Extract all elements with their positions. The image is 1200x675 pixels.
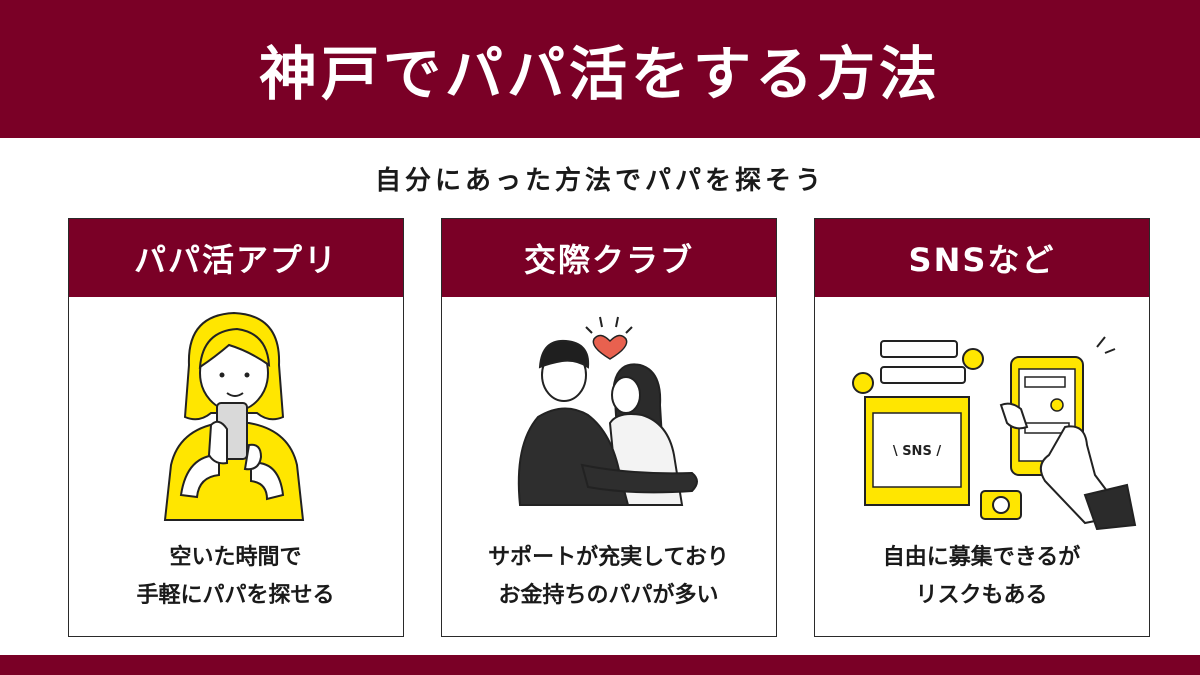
card-dating-club: 交際クラブ サポートが充実しており お金持ちのパパが多い	[441, 218, 777, 637]
header-banner: 神戸でパパ活をする方法	[0, 0, 1200, 138]
sns-label: \ SNS /	[893, 444, 941, 459]
woman-with-phone-illustration	[163, 311, 305, 521]
footer-bar	[0, 655, 1200, 675]
page-subtitle: 自分にあった方法でパパを探そう	[374, 166, 825, 196]
card-title: 交際クラブ	[442, 219, 776, 297]
couple-hugging-illustration	[517, 316, 698, 506]
sns-smartphone-illustration: \ SNS /	[852, 336, 1137, 530]
card-description: 空いた時間で 手軽にパパを探せる	[136, 545, 335, 608]
card-description: 自由に募集できるが リスクもある	[882, 545, 1081, 608]
page-title: 神戸でパパ活をする方法	[258, 40, 941, 108]
card-papa-app: パパ活アプリ 空いた時間で 手軽にパパを探せる	[68, 218, 404, 637]
card-description: サポートが充実しており お金持ちのパパが多い	[488, 545, 729, 608]
card-sns: SNSなど \ SNS / 自由に募集できるが リスクもある	[814, 218, 1150, 637]
card-title: SNSなど	[815, 219, 1149, 297]
card-title: パパ活アプリ	[69, 219, 403, 297]
